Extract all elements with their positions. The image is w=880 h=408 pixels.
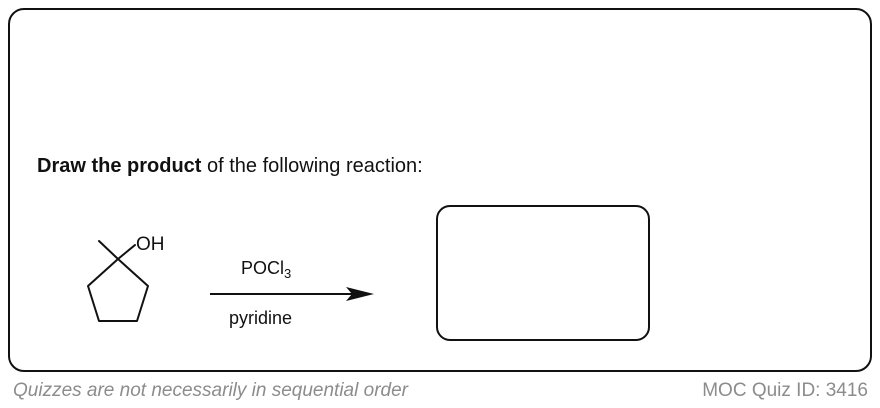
question-prompt-bold: Draw the product: [37, 155, 202, 177]
reaction-arrow-head: [346, 287, 374, 301]
reagent-above-arrow-main: POCl: [241, 258, 285, 278]
reactant-structure: OH: [87, 234, 165, 322]
reagent-above-arrow: POCl3: [241, 258, 291, 281]
hydroxyl-bond: [117, 244, 136, 260]
question-prompt: Draw the product of the following reacti…: [37, 155, 423, 178]
methyl-bond: [98, 240, 119, 260]
hydroxyl-label: OH: [136, 234, 165, 255]
question-prompt-rest: of the following reaction:: [201, 155, 423, 177]
reagent-above-arrow-subscript: 3: [284, 266, 292, 281]
footer-quiz-id: MOC Quiz ID: 3416: [702, 380, 868, 401]
reaction-arrow: [210, 287, 374, 301]
reagent-below-arrow: pyridine: [229, 308, 293, 328]
footer-disclaimer: Quizzes are not necessarily in sequentia…: [13, 380, 408, 401]
answer-drawing-box[interactable]: [436, 205, 650, 341]
cyclopentane-ring: [87, 258, 149, 322]
reactant-bonds: [87, 240, 149, 322]
